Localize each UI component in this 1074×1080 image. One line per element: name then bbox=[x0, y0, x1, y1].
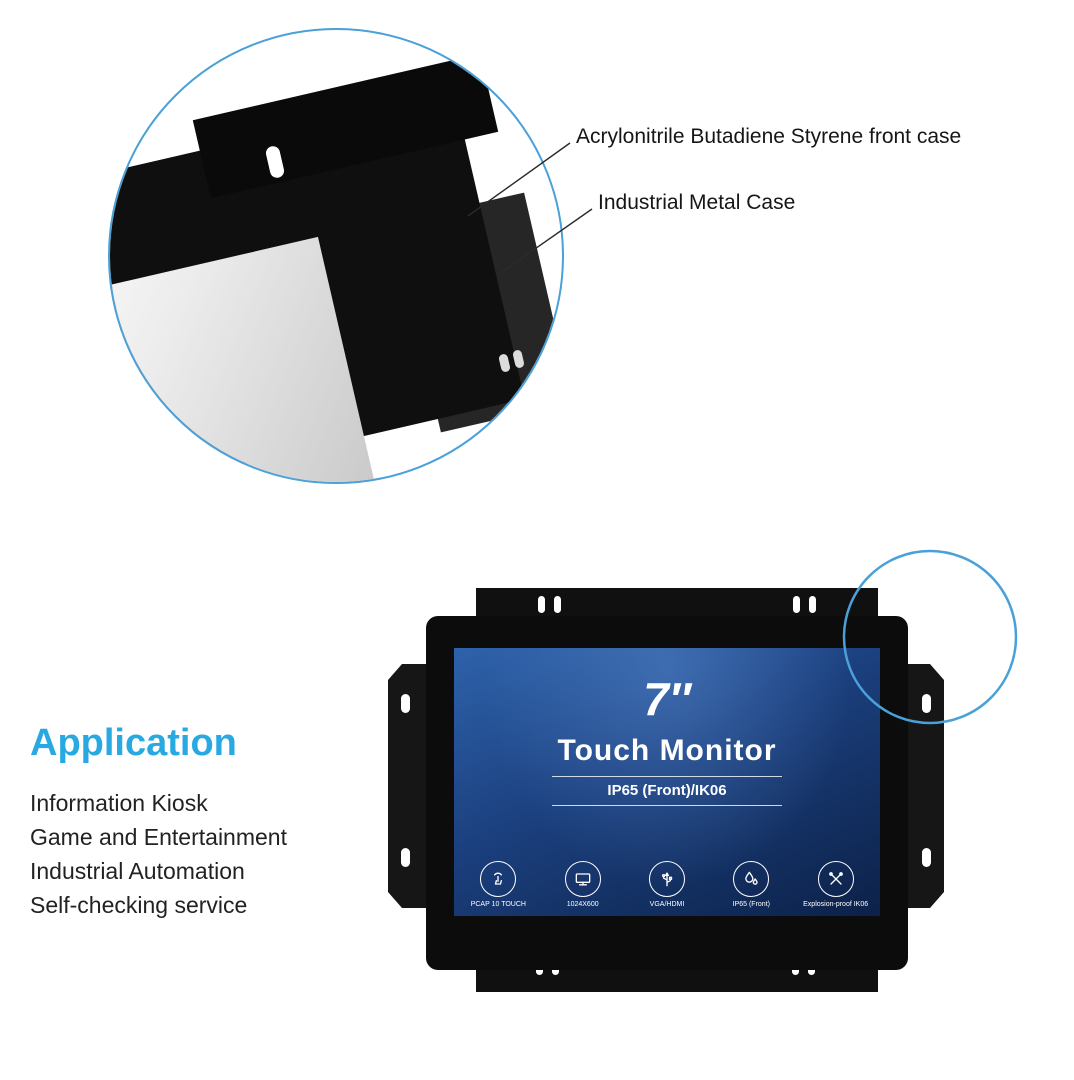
mount-slot bbox=[793, 596, 800, 613]
feature-row: PCAP 10 TOUCH 1024X600 bbox=[454, 861, 880, 908]
abs-front-case-label: Acrylonitrile Butadiene Styrene front ca… bbox=[576, 125, 962, 148]
mount-slot bbox=[809, 596, 816, 613]
feature-explosion-proof: Explosion-proof IK06 bbox=[796, 861, 876, 908]
resolution-icon bbox=[575, 873, 590, 886]
screen-rating: IP65 (Front)/IK06 bbox=[607, 782, 727, 799]
monitor-bezel: 7″ Touch Monitor IP65 (Front)/IK06 bbox=[426, 616, 908, 970]
magnifier-circle bbox=[108, 28, 564, 484]
right-mount-ear bbox=[906, 664, 944, 908]
screen-divider bbox=[552, 776, 782, 777]
explosion-proof-icon bbox=[828, 872, 843, 885]
left-mount-ear bbox=[388, 664, 426, 908]
waterproof-icon bbox=[745, 871, 758, 885]
feature-ports: VGA/HDMI bbox=[627, 861, 707, 908]
vga-hdmi-icon bbox=[661, 872, 673, 887]
application-item: Information Kiosk bbox=[30, 790, 208, 816]
mount-slot bbox=[554, 596, 561, 613]
touch-monitor: 7″ Touch Monitor IP65 (Front)/IK06 bbox=[388, 588, 944, 1002]
feature-waterproof: IP65 (Front) bbox=[711, 861, 791, 908]
feature-resolution: 1024X600 bbox=[543, 861, 623, 908]
mount-hole bbox=[922, 694, 931, 713]
mount-slot bbox=[538, 596, 545, 613]
application-item: Industrial Automation bbox=[30, 858, 245, 884]
monitor-screen: 7″ Touch Monitor IP65 (Front)/IK06 bbox=[454, 648, 880, 916]
application-title: Application bbox=[30, 722, 237, 764]
pcap-touch-icon bbox=[494, 872, 503, 885]
application-item: Self-checking service bbox=[30, 892, 248, 918]
mount-hole bbox=[922, 848, 931, 867]
industrial-metal-case-label: Industrial Metal Case bbox=[598, 191, 796, 214]
screen-divider bbox=[552, 805, 782, 806]
application-item: Game and Entertainment bbox=[30, 824, 287, 850]
screen-title: Touch Monitor bbox=[557, 734, 777, 767]
mount-hole bbox=[401, 848, 410, 867]
mount-hole bbox=[401, 694, 410, 713]
application-list: Information Kiosk Game and Entertainment… bbox=[30, 786, 287, 922]
screen-size-text: 7″ bbox=[643, 673, 691, 725]
feature-touch: PCAP 10 TOUCH bbox=[458, 861, 538, 908]
